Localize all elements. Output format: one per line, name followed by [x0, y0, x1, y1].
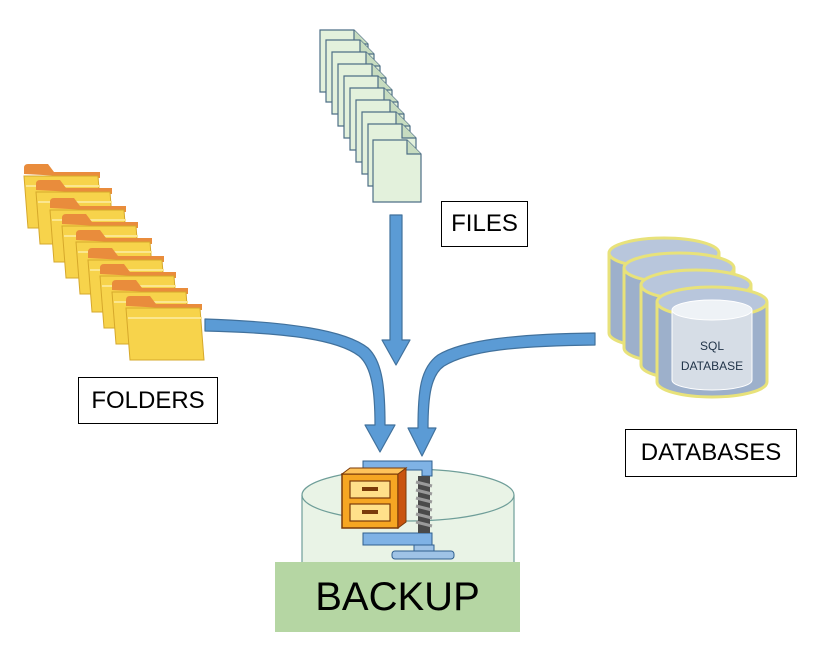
arrow-files — [381, 214, 411, 366]
document-stack-icon — [319, 29, 422, 203]
sql-label-line1: SQL — [700, 339, 724, 353]
sql-database-cylinder: SQL DATABASE — [655, 285, 769, 399]
files-label: FILES — [441, 201, 528, 247]
flow-arrows — [204, 214, 596, 457]
databases-label: DATABASES — [625, 429, 797, 477]
arrow-databases — [407, 332, 596, 457]
arrow-folders — [204, 318, 396, 453]
backup-label: BACKUP — [275, 562, 520, 632]
sql-label-line2: DATABASE — [681, 359, 743, 373]
database-cylinder-stack-icon: SQL DATABASE — [607, 236, 769, 399]
folders-label: FOLDERS — [78, 377, 218, 424]
winzip-vise-icon — [340, 460, 455, 560]
folder-stack-icon — [23, 163, 205, 361]
